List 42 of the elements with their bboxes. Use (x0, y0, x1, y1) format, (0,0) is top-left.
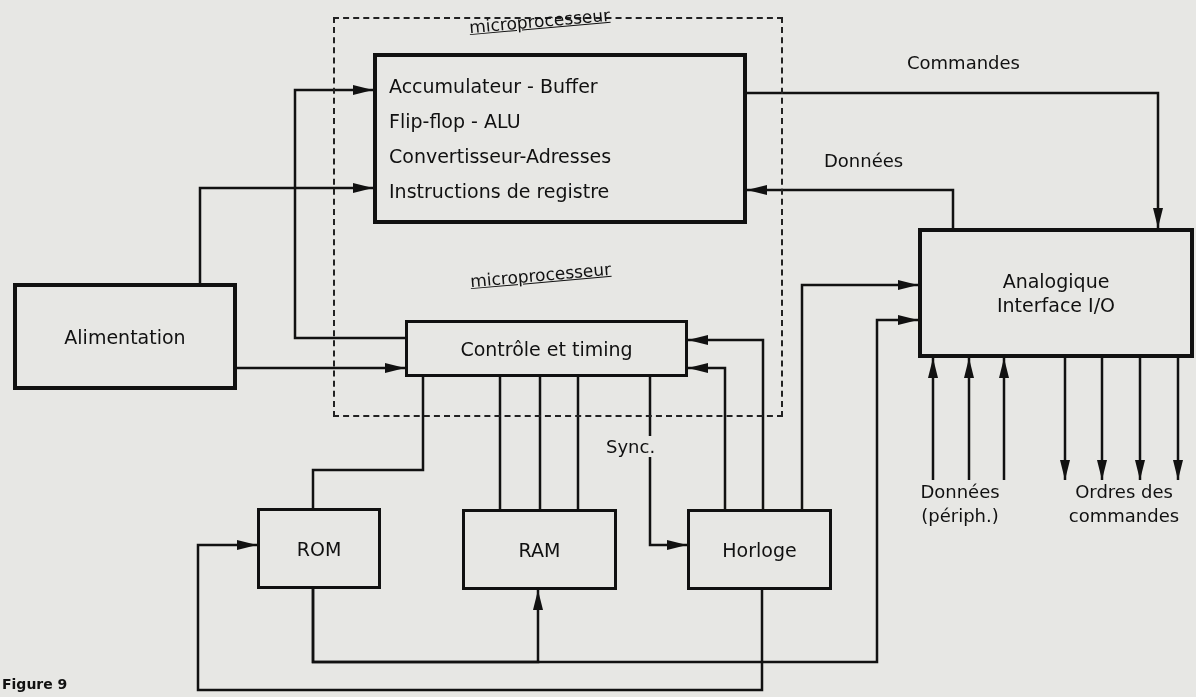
arrow (747, 91, 1163, 228)
box-text: Alimentation (64, 324, 186, 349)
arrow (237, 363, 405, 373)
arrow (196, 540, 764, 692)
arrow (1135, 358, 1145, 480)
box-text: Instructions de registre (389, 178, 610, 204)
box-text: Flip-flop - ALU (389, 108, 521, 134)
heading-label: microprocesseur (469, 258, 612, 292)
connector-line (311, 377, 425, 508)
arrow (964, 358, 974, 480)
connector-line (498, 377, 502, 509)
box-text: Horloge (722, 537, 797, 562)
process-box (13, 283, 237, 390)
arrow (747, 185, 955, 228)
signal-text: Données (périph.) (919, 480, 1001, 528)
arrow (1173, 358, 1183, 480)
heading-label: microprocesseur (468, 4, 611, 38)
process-box (462, 509, 617, 590)
arrow (800, 280, 918, 509)
box-text: Convertisseur-Adresses (389, 143, 612, 169)
box-text: Accumulateur - Buffer (389, 73, 598, 99)
arrow (648, 377, 687, 550)
arrow (688, 363, 727, 509)
process-box (687, 509, 832, 590)
figure-caption: Figure 9 (2, 676, 68, 692)
connector-line (576, 377, 580, 509)
arrow (198, 183, 373, 283)
process-box (918, 228, 1194, 358)
arrow (688, 335, 765, 509)
signal-text: Ordres des commandes (1067, 480, 1181, 528)
box-text: Contrôle et timing (460, 336, 633, 361)
arrow (1060, 358, 1070, 480)
arrow (311, 315, 918, 664)
arrow (293, 85, 405, 340)
box-text: Analogique Interface I/O (995, 269, 1117, 317)
arrow (928, 358, 938, 480)
box-text: ROM (296, 536, 342, 561)
arrow (999, 358, 1009, 480)
connector-line (538, 377, 542, 509)
box-text: RAM (518, 537, 561, 562)
arrow (1097, 358, 1107, 480)
process-box (257, 508, 381, 589)
